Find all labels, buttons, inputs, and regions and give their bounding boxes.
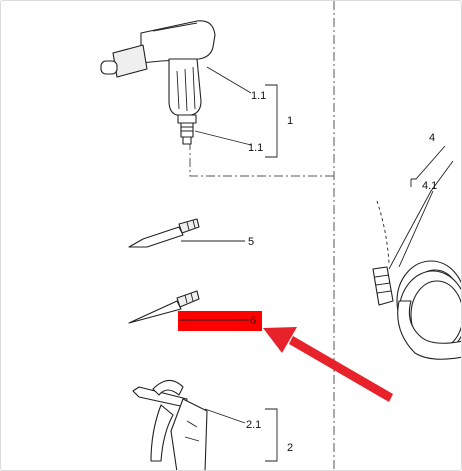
leader-1-1-lower — [194, 130, 252, 146]
bracket-group-2 — [265, 408, 278, 462]
label-5: 5 — [248, 236, 254, 248]
label-2: 2 — [287, 442, 293, 454]
leader-4-1 — [398, 190, 434, 268]
blow-gun-drawing — [132, 379, 208, 470]
section-separators — [189, 1, 335, 470]
callout-labels: 1.1 1.1 1 5 6 2.1 2 4 4.1 — [246, 90, 437, 454]
leader-1-1-upper — [206, 66, 252, 94]
group-1-separator-line — [189, 141, 334, 177]
spiral-hose-drawing — [372, 145, 461, 360]
leader-lines — [179, 66, 434, 462]
pointer-arrow — [263, 327, 393, 402]
label-1-1-upper: 1.1 — [251, 90, 266, 102]
leader-2-1 — [204, 408, 246, 424]
label-1-1-lower: 1.1 — [248, 142, 263, 154]
rivet-gun-drawing — [100, 20, 216, 145]
bracket-group-1 — [265, 84, 278, 158]
chisel-drawing — [128, 218, 200, 248]
label-1: 1 — [287, 115, 293, 127]
pointer-arrow-shaft — [289, 336, 393, 402]
pin-tool-drawing — [128, 290, 200, 324]
label-2-1: 2.1 — [246, 419, 261, 431]
pointer-arrow-head — [263, 327, 297, 353]
label-4: 4 — [429, 132, 435, 144]
label-6: 6 — [250, 315, 256, 327]
highlight-box-part-6 — [178, 311, 262, 331]
label-4-1: 4.1 — [422, 180, 437, 192]
